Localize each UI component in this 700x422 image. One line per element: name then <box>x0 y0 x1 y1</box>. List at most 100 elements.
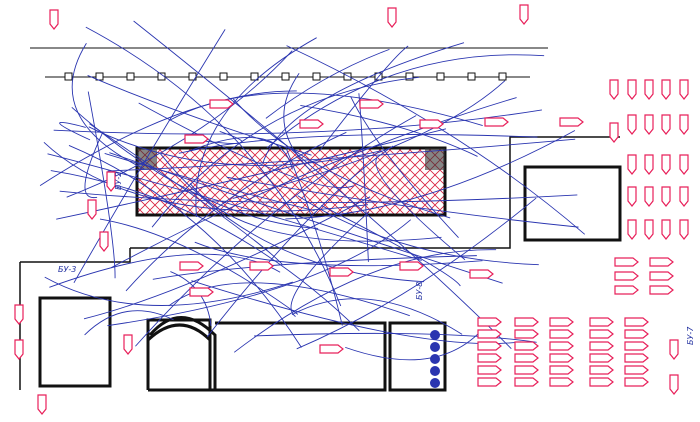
connector-tag <box>549 317 574 327</box>
wire <box>87 75 312 156</box>
wire <box>194 241 483 267</box>
terminal-dot <box>430 342 440 352</box>
connector-tag <box>589 365 614 375</box>
wire <box>168 282 410 317</box>
wire <box>285 130 576 220</box>
connector-tag <box>184 134 209 144</box>
wire <box>232 98 451 219</box>
rail-terminal <box>126 72 135 81</box>
connector-tag <box>249 261 274 271</box>
wire <box>111 97 517 269</box>
connector-tag <box>649 285 674 295</box>
connector-tag <box>209 99 234 109</box>
wire <box>291 298 463 335</box>
wire <box>321 205 461 287</box>
wire <box>43 141 369 212</box>
connector-tag <box>661 154 671 175</box>
wire <box>285 148 343 326</box>
arch-box <box>146 318 387 392</box>
wire <box>84 310 174 336</box>
wire <box>345 330 482 361</box>
connector-tag <box>514 317 539 327</box>
connector-tag <box>549 341 574 351</box>
wire <box>50 170 360 331</box>
wire <box>107 138 576 172</box>
connector-tag <box>661 79 671 100</box>
wire <box>71 106 319 229</box>
rail-terminal <box>219 72 228 81</box>
block-label-bu7: БУ-7 <box>686 326 695 345</box>
connector-tag <box>669 374 679 395</box>
connector-tag <box>329 267 354 277</box>
connector-tag <box>679 219 689 240</box>
wire <box>71 43 145 170</box>
connector-tag <box>609 122 619 143</box>
connector-tag <box>514 329 539 339</box>
connector-tag <box>644 114 654 135</box>
wire <box>266 54 545 149</box>
wire <box>254 332 537 343</box>
connector-tag <box>614 257 639 267</box>
connector-tag <box>649 271 674 281</box>
rail-terminal <box>95 72 104 81</box>
rail-terminal <box>312 72 321 81</box>
connector-tag <box>477 341 502 351</box>
wire <box>296 197 537 350</box>
connector-tag <box>477 329 502 339</box>
wire <box>283 72 311 171</box>
rail-terminal <box>498 72 507 81</box>
wire <box>68 145 302 348</box>
wire <box>265 48 390 119</box>
connector-tag <box>589 329 614 339</box>
connector-tag <box>624 317 649 327</box>
connector-tag <box>627 154 637 175</box>
connector-tag <box>179 261 204 271</box>
rail-terminal <box>64 72 73 81</box>
connector-tag <box>649 257 674 267</box>
connector-tag <box>514 365 539 375</box>
connector-tag <box>477 317 502 327</box>
connector-tag <box>669 339 679 360</box>
connector-tag <box>477 365 502 375</box>
wire <box>138 102 354 189</box>
rail-terminal <box>250 72 259 81</box>
connector-tag <box>484 117 509 127</box>
connector-tag <box>589 341 614 351</box>
connector-tag <box>627 219 637 240</box>
connector-tag <box>514 353 539 363</box>
wire <box>151 76 420 228</box>
connector-tag <box>559 117 584 127</box>
wire <box>262 42 465 164</box>
wire <box>39 90 297 187</box>
wire <box>226 176 579 228</box>
wire <box>133 20 512 349</box>
connector-tag <box>387 7 397 28</box>
connector-tag <box>359 99 384 109</box>
rail-terminal <box>343 72 352 81</box>
connector-tag <box>477 353 502 363</box>
wire <box>375 156 466 261</box>
connector-tag <box>37 394 47 415</box>
wire <box>59 190 578 204</box>
connector-tag <box>14 339 24 360</box>
wire <box>99 218 299 315</box>
connector-tag <box>469 269 494 279</box>
connector-tag <box>419 119 444 129</box>
connector-tag <box>609 79 619 100</box>
wire <box>53 109 542 135</box>
block-label-bu8: БУ-8 <box>415 281 424 300</box>
connector-tag <box>679 79 689 100</box>
connector-tag <box>679 154 689 175</box>
connector-tag <box>519 4 529 25</box>
wire <box>300 105 478 157</box>
connector-tag <box>644 79 654 100</box>
connector-tag <box>514 377 539 387</box>
connector-tag <box>627 114 637 135</box>
terminal-dot <box>430 354 440 364</box>
wire <box>135 115 417 347</box>
connector-tag <box>627 186 637 207</box>
wire <box>152 255 477 280</box>
terminal-dot <box>430 330 440 340</box>
